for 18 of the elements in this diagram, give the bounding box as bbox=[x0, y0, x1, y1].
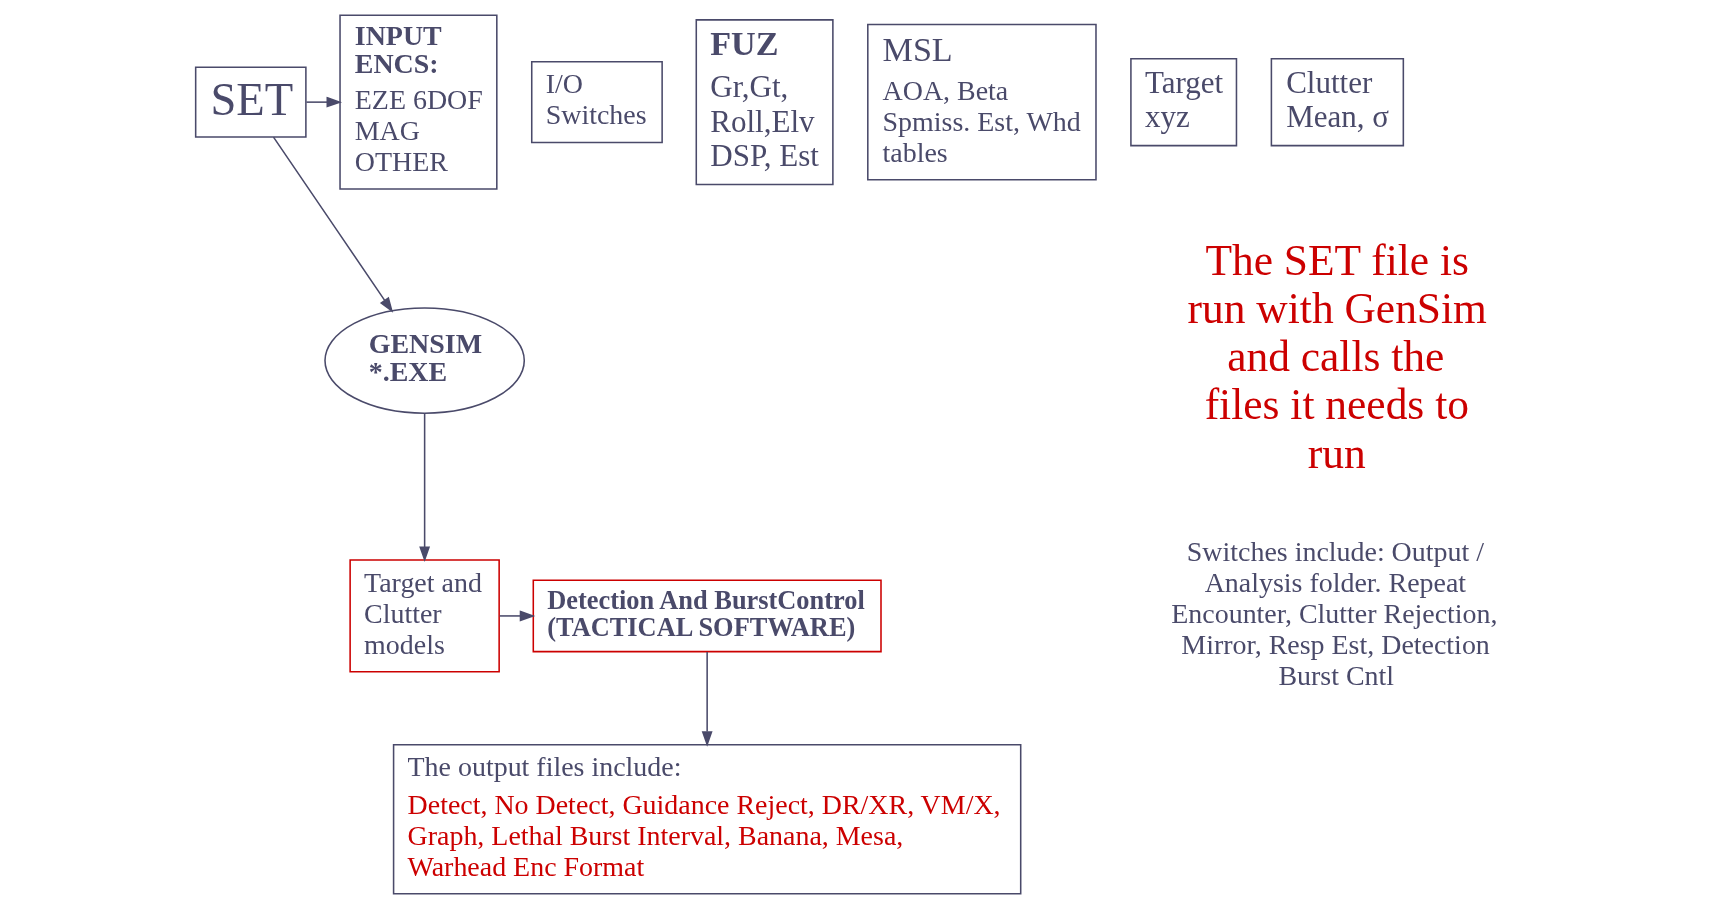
node-box: FUZ Gr,Gt, Roll,Elv DSP, Est bbox=[695, 18, 834, 185]
label: The SET file is run with GenSim and calls the files it needs to run bbox=[1187, 235, 1487, 477]
node-box: INPUT ENCS: EZE 6DOF MAG OTHER bbox=[339, 13, 498, 190]
node-box: The output files include: Detect, No Detect, Guidance Reject, DR/XR, VM/X, Graph, Lethal Burst Interval, Banana, Mesa, Warhead Enc Format bbox=[392, 743, 1022, 895]
label: Switches include: Output / Analysis folder. Repeat Encounter, Clutter Rejection, Mirror, Resp Est, Detection Burst Cntl bbox=[1171, 535, 1498, 691]
node-box: Clutter Mean, σ bbox=[1270, 57, 1405, 146]
arrow bbox=[272, 135, 394, 313]
node-ellipse: GENSIM *.EXE bbox=[324, 306, 526, 414]
arrow bbox=[701, 650, 713, 747]
arrow bbox=[498, 610, 536, 621]
arrow bbox=[419, 412, 431, 562]
node-box: MSL AOA, Beta Spmiss. Est, Whd tables bbox=[867, 23, 1097, 181]
arrow bbox=[305, 96, 343, 108]
node-box: Target xyz bbox=[1130, 57, 1238, 146]
node-box: Detection And BurstControl (TACTICAL SOFTWARE) bbox=[532, 578, 882, 652]
node-box: SET bbox=[194, 65, 307, 138]
node-box: Target and Clutter models bbox=[349, 558, 500, 673]
node-box: I/O Switches bbox=[530, 60, 663, 143]
